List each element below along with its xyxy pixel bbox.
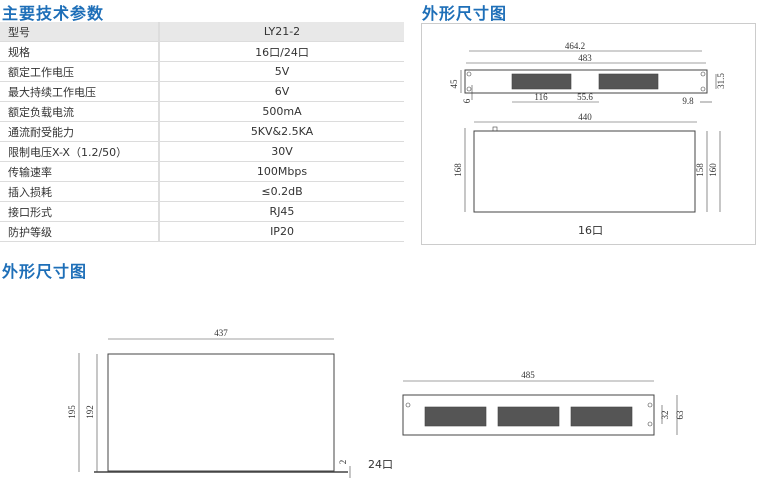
dim-label: 485 [521,370,535,380]
drawing-16-caption: 16口 [578,224,603,237]
dim-label: 160 [708,163,718,177]
dim-label: 158 [695,163,705,177]
spec-value: 6V [159,81,404,102]
spec-key: 额定工作电压 [0,61,160,82]
dimension-title-24: 外形尺寸图 [2,262,88,281]
dim-label: 31.5 [716,73,726,89]
port-block [511,73,572,90]
dimension-title-16: 外形尺寸图 [422,4,508,23]
dim-label: 9.8 [682,96,694,106]
spec-value: 100Mbps [159,161,404,182]
dim-label: 192 [85,405,95,419]
dim-label: 483 [578,53,592,63]
dim-label: 437 [214,328,228,338]
drawing-16-top [464,121,721,213]
spec-value: RJ45 [159,201,404,222]
spec-value: 16口/24口 [159,41,404,62]
dim-label: 55.6 [577,92,593,102]
port-block [424,406,487,427]
dim-label: 168 [453,163,463,177]
spec-value: 5KV&2.5KA [159,121,404,142]
dim-label: 45 [449,79,459,89]
spec-key: 插入损耗 [0,181,160,202]
spec-row: 插入损耗≤0.2dB [0,181,404,202]
dim-label: 440 [578,112,592,122]
spec-value: 30V [159,141,404,162]
spec-value: 5V [159,61,404,82]
dim-label: 6 [462,98,472,103]
spec-key: 防护等级 [0,221,160,242]
spec-title: 主要技术参数 [2,4,105,23]
drawing-24-caption: 24口 [368,458,393,471]
dim-label: 32 [660,411,670,420]
drawing-16-frame [421,23,756,245]
dim-label: 116 [534,92,548,102]
spec-key: 接口形式 [0,201,160,222]
spec-key: 限制电压X-X（1.2/50） [0,141,160,162]
spec-row: 限制电压X-X（1.2/50）30V [0,141,404,162]
spec-key: 最大持续工作电压 [0,81,160,102]
spec-key: 通流耐受能力 [0,121,160,142]
spec-key: 额定负载电流 [0,101,160,122]
dim-label: 2 [338,460,348,465]
spec-key: 传输速率 [0,161,160,182]
port-block [598,73,659,90]
dim-label: 63 [675,410,685,420]
spec-key: 型号 [0,22,160,42]
dim-label: 195 [67,405,77,419]
spec-value: IP20 [159,221,404,242]
spec-value: ≤0.2dB [159,181,404,202]
drawing-24-top [78,338,351,478]
port-block [497,406,560,427]
spec-value: LY21-2 [159,22,404,42]
dim-label: 464.2 [565,41,585,51]
drawing-16-front [460,50,717,103]
drawing-24-front [402,380,678,436]
spec-value: 500mA [159,101,404,122]
spec-key: 规格 [0,41,160,62]
port-block [570,406,633,427]
